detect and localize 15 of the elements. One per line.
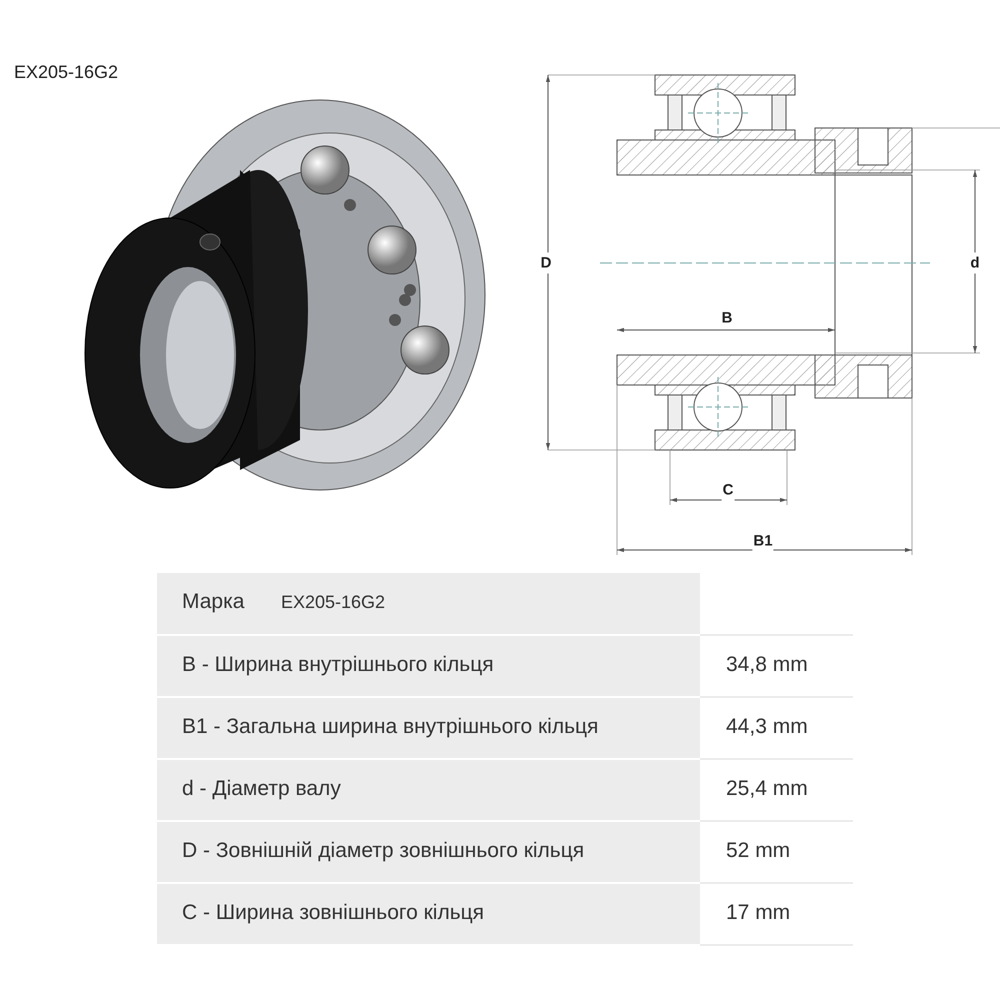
table-cell: D - Зовнішній діаметр зовнішнього кільця [182, 839, 584, 863]
table-cell: 34,8 mm [726, 653, 808, 677]
table-cell: B - Ширина внутрішнього кільця [182, 653, 494, 677]
table-cell: 25,4 mm [726, 777, 808, 801]
table-cell: C - Ширина зовнішнього кільця [182, 901, 484, 925]
title: EX205-16G2 [14, 62, 118, 83]
table-cell: B1 - Загальна ширина внутрішнього кільця [182, 715, 598, 739]
table-cell: 44,3 mm [726, 715, 808, 739]
table-cell: 52 mm [726, 839, 790, 863]
table-cell: 17 mm [726, 901, 790, 925]
table-cell: Марка [182, 590, 244, 614]
table-cell: EX205-16G2 [281, 592, 386, 613]
table-cell: d - Діаметр валу [182, 777, 341, 801]
dimension-label: D [540, 252, 552, 274]
dimension-label: d [969, 252, 981, 274]
